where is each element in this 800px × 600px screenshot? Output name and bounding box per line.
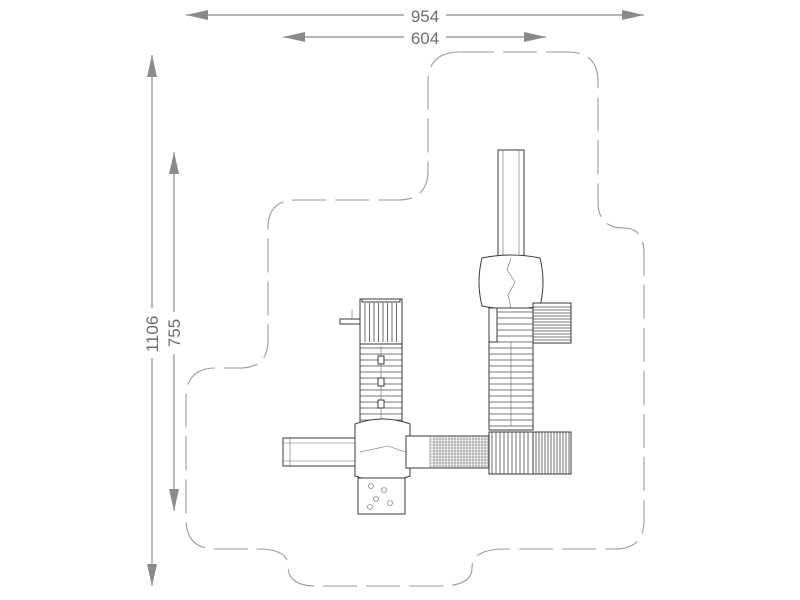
right-lower-roof xyxy=(532,431,572,475)
dimension-equipment-width: 604 xyxy=(283,27,546,49)
overall-depth-label: 1106 xyxy=(143,316,162,353)
right-side-steps xyxy=(532,302,572,344)
right-tower-deck xyxy=(488,307,534,431)
dimension-overall-depth: 1106 xyxy=(140,55,164,586)
left-slide xyxy=(282,437,358,467)
right-tower-roof xyxy=(478,254,544,310)
climbing-wall xyxy=(357,477,406,515)
equipment-width-label: 604 xyxy=(411,29,439,48)
left-tower-deck xyxy=(359,343,403,423)
net-bridge xyxy=(405,435,491,469)
left-tower-roof xyxy=(359,298,403,345)
right-slide xyxy=(497,149,525,259)
left-lower-platform xyxy=(354,418,411,482)
right-lower-platform xyxy=(488,431,534,475)
equipment-depth-label: 755 xyxy=(165,319,184,347)
overall-width-label: 954 xyxy=(411,7,439,26)
dimension-equipment-depth: 755 xyxy=(162,152,186,511)
dimension-overall-width: 954 xyxy=(186,4,644,26)
left-tower-handle xyxy=(339,310,361,325)
playground-equipment xyxy=(282,149,572,515)
safety-zone-outline xyxy=(185,51,645,587)
